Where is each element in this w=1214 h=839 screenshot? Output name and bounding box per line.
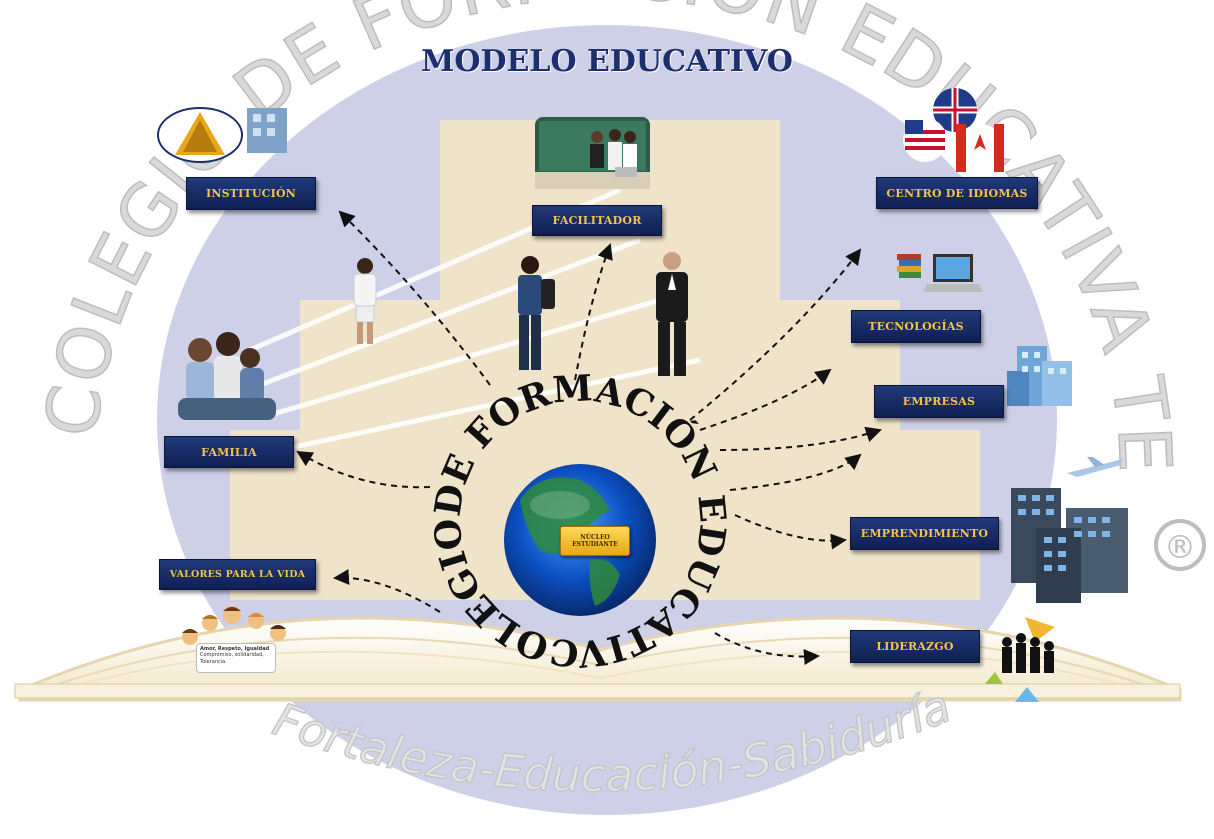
values-card: Amor, Respeto, Igualdad Compromiso, soli… xyxy=(196,643,276,673)
node-facilitador: FACILITADOR xyxy=(532,205,662,236)
nucleo-estudiante-label: NÚCLEO ESTUDIANTE xyxy=(560,526,630,556)
node-tecnologias: TECNOLOGÍAS xyxy=(851,310,981,343)
laptop-books-icon xyxy=(897,254,983,292)
node-institucion: INSTITUCIÓN xyxy=(186,177,316,210)
classroom-photo-icon xyxy=(535,117,650,189)
company-building-icon xyxy=(1007,346,1072,406)
institution-logo-icon xyxy=(157,107,287,163)
registered-mark-icon: ® xyxy=(1154,519,1206,571)
nucleo-line-2: ESTUDIANTE xyxy=(572,541,618,548)
family-photo-icon xyxy=(178,332,276,420)
values-line-2: Compromiso, solidaridad, xyxy=(200,652,264,659)
child-student-icon xyxy=(353,258,377,344)
node-valores: VALORES PARA LA VIDA xyxy=(159,559,316,590)
node-empresas: EMPRESAS xyxy=(874,385,1004,418)
teen-student-icon xyxy=(518,256,555,370)
node-familia: FAMILIA xyxy=(164,436,294,468)
flags-icon xyxy=(903,88,1004,172)
connector-arrows xyxy=(296,210,882,665)
children-values-icon xyxy=(182,606,286,645)
page-title: MODELO EDUCATIVO xyxy=(421,44,793,79)
office-towers-icon xyxy=(1011,488,1128,603)
node-emprendimiento: EMPRENDIMIENTO xyxy=(850,517,999,550)
values-line-1: Amor, Respeto, Igualdad xyxy=(200,646,270,652)
registered-mark-text: ® xyxy=(1164,528,1196,566)
leadership-team-icon xyxy=(985,617,1055,702)
node-centro-idiomas: CENTRO DE IDIOMAS xyxy=(876,177,1038,209)
airplane-icon xyxy=(1067,457,1123,477)
values-line-3: Tolerancia. xyxy=(200,658,227,665)
teacher-figure-icon xyxy=(656,252,688,376)
node-liderazgo: LIDERAZGO xyxy=(850,630,980,663)
nucleo-line-1: NÚCLEO xyxy=(580,533,610,541)
